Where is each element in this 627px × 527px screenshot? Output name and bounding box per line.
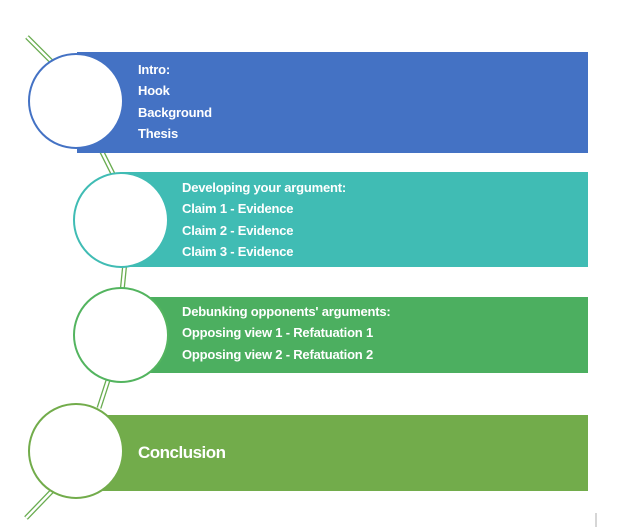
connector-segment-bottom-tail bbox=[24, 488, 55, 520]
text-line: Claim 1 - Evidence bbox=[182, 201, 294, 217]
gray-tick-mark bbox=[595, 513, 597, 527]
intro-circle bbox=[28, 53, 124, 149]
debunking-arguments-circle bbox=[73, 287, 169, 383]
conclusion-circle bbox=[28, 403, 124, 499]
text-line: Claim 3 - Evidence bbox=[182, 243, 294, 259]
debunking-arguments-bar: Debunking opponents' arguments: Opposing… bbox=[122, 297, 588, 373]
text-line: Claim 2 - Evidence bbox=[182, 222, 294, 238]
text-line: Opposing view 1 - Refatuation 1 bbox=[182, 325, 373, 341]
developing-argument-circle bbox=[73, 172, 169, 268]
developing-argument-bar: Developing your argument: Claim 1 - Evid… bbox=[122, 172, 588, 267]
intro-text: Intro: Hook Background Thesis bbox=[77, 52, 588, 144]
text-line: Hook bbox=[138, 83, 170, 99]
conclusion-bar: Conclusion bbox=[77, 415, 588, 491]
text-line: Intro: bbox=[138, 62, 171, 77]
conclusion-text: Conclusion bbox=[77, 443, 226, 463]
text-line: Background bbox=[138, 104, 212, 120]
text-line: Conclusion bbox=[138, 443, 226, 462]
developing-argument-text: Developing your argument: Claim 1 - Evid… bbox=[122, 172, 588, 262]
debunking-arguments-text: Debunking opponents' arguments: Opposing… bbox=[122, 297, 588, 365]
text-line: Developing your argument: bbox=[182, 180, 347, 195]
text-line: Opposing view 2 - Refatuation 2 bbox=[182, 346, 373, 362]
text-line: Thesis bbox=[138, 125, 178, 141]
text-line: Debunking opponents' arguments: bbox=[182, 304, 391, 319]
intro-bar: Intro: Hook Background Thesis bbox=[77, 52, 588, 153]
